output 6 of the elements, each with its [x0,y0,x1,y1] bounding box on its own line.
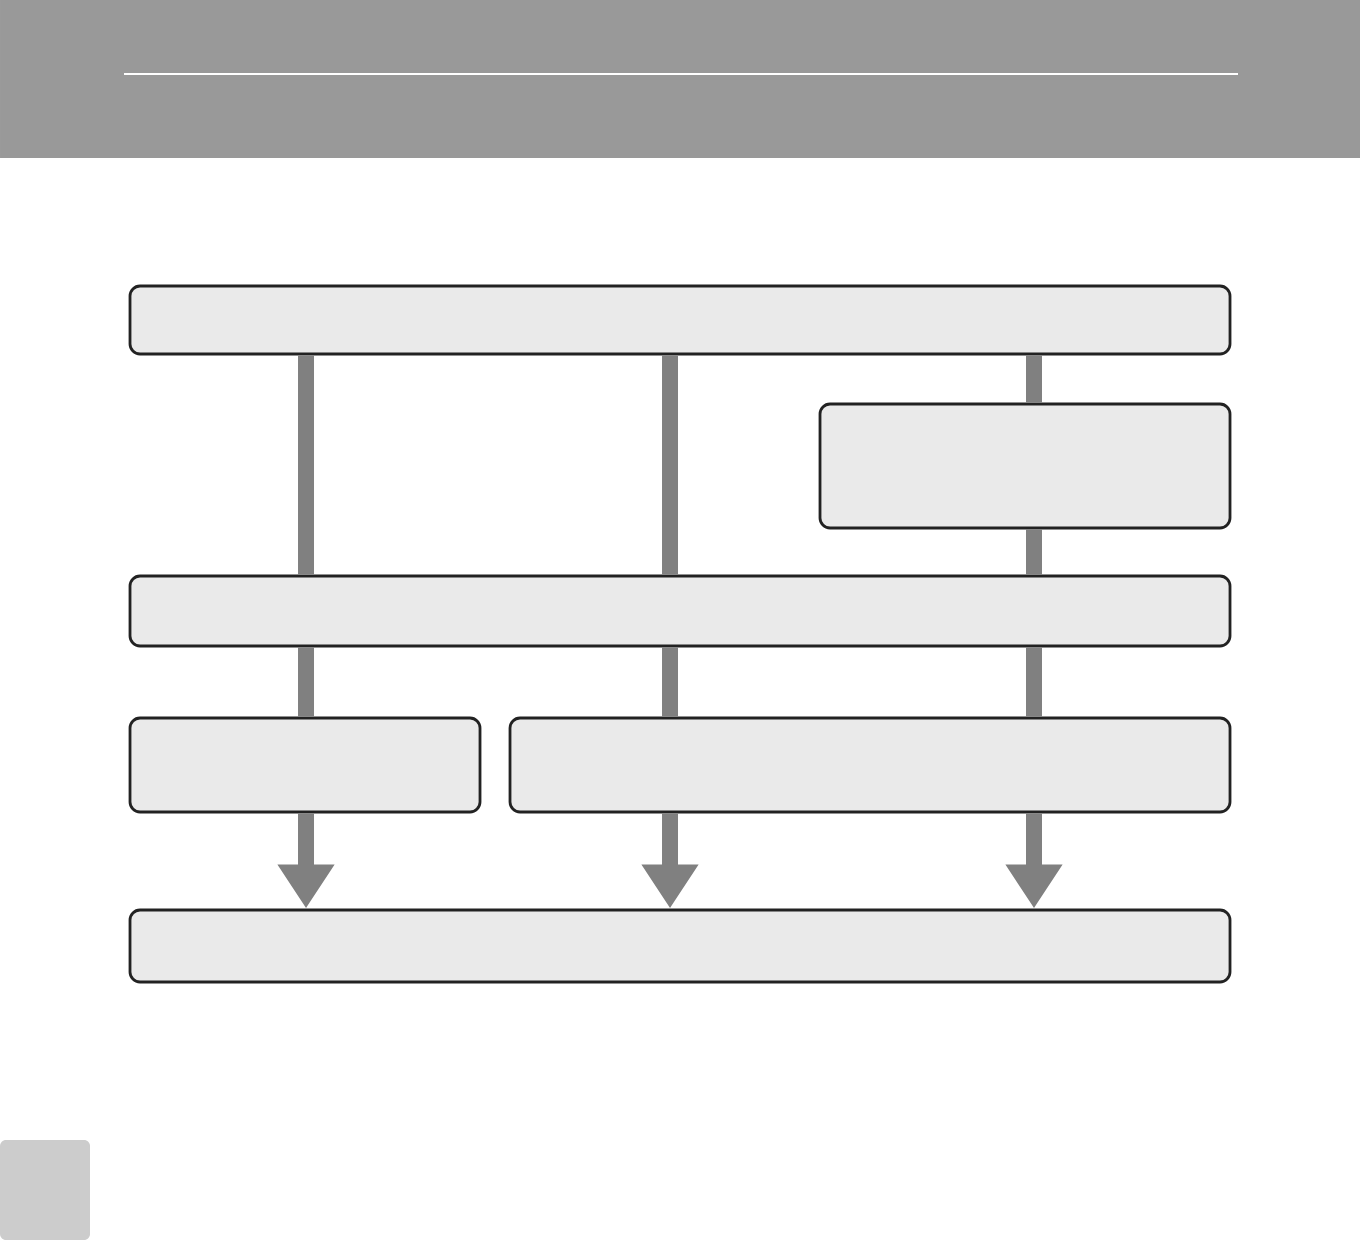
process-box [128,908,1232,984]
process-box [508,716,1232,814]
process-box [818,402,1232,530]
process-box [128,716,482,814]
process-box [128,284,1232,356]
process-box [128,574,1232,648]
